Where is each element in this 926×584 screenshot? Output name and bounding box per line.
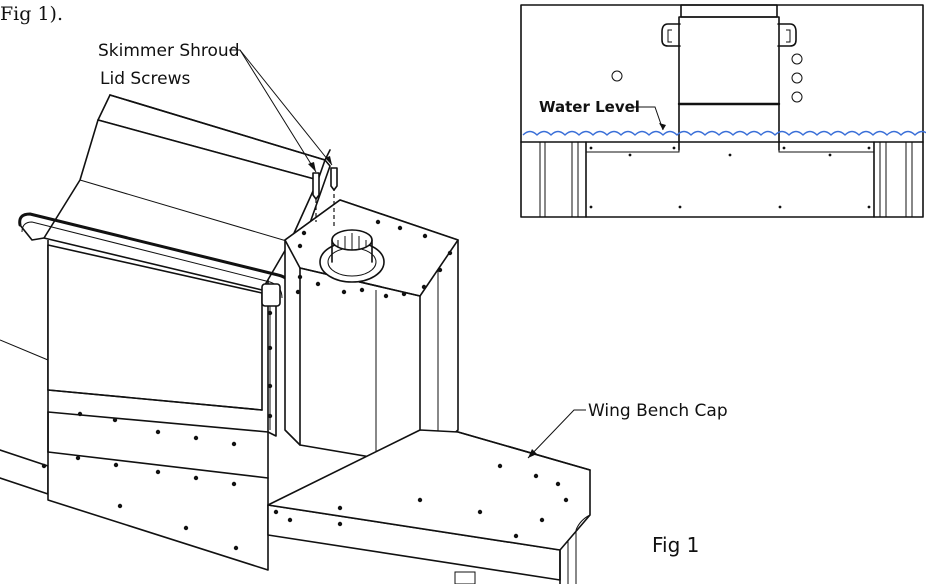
intro-text: Fig 1). [0,3,63,25]
water-level-leader [633,106,664,131]
main-iso-view [0,94,591,584]
inset-porthole [791,72,803,84]
wing-bench-cap-label: Wing Bench Cap [588,401,728,421]
handrail-bracket [261,283,281,307]
skimmer-leader-2 [239,49,333,166]
left-bench-block [0,449,49,495]
inset-right-handle [777,23,797,47]
inset-shroud-body [678,16,780,105]
lid-screws [312,167,338,228]
deck-screws [297,219,453,299]
inset-shroud-top [680,4,778,18]
inset-porthole [791,91,803,103]
water-wave-line [522,130,926,136]
skimmer-label-line2: Lid Screws [100,69,191,89]
left-bench-edge [0,339,49,400]
inset-porthole [611,70,623,82]
inset-porthole [791,53,803,65]
inset-left-handle [661,23,681,47]
skimmer-callout: Skimmer Shroud Lid Screws [98,41,333,173]
wing-bench-leader [527,409,586,459]
wall-screws [41,289,569,551]
water-level-label: Water Level [539,98,640,116]
figure-caption: Fig 1 [652,533,699,557]
inset-detail: Water Level [520,4,926,218]
wing-bench-callout: Wing Bench Cap [527,401,728,459]
skimmer-label-line1: Skimmer Shroud [98,41,239,61]
